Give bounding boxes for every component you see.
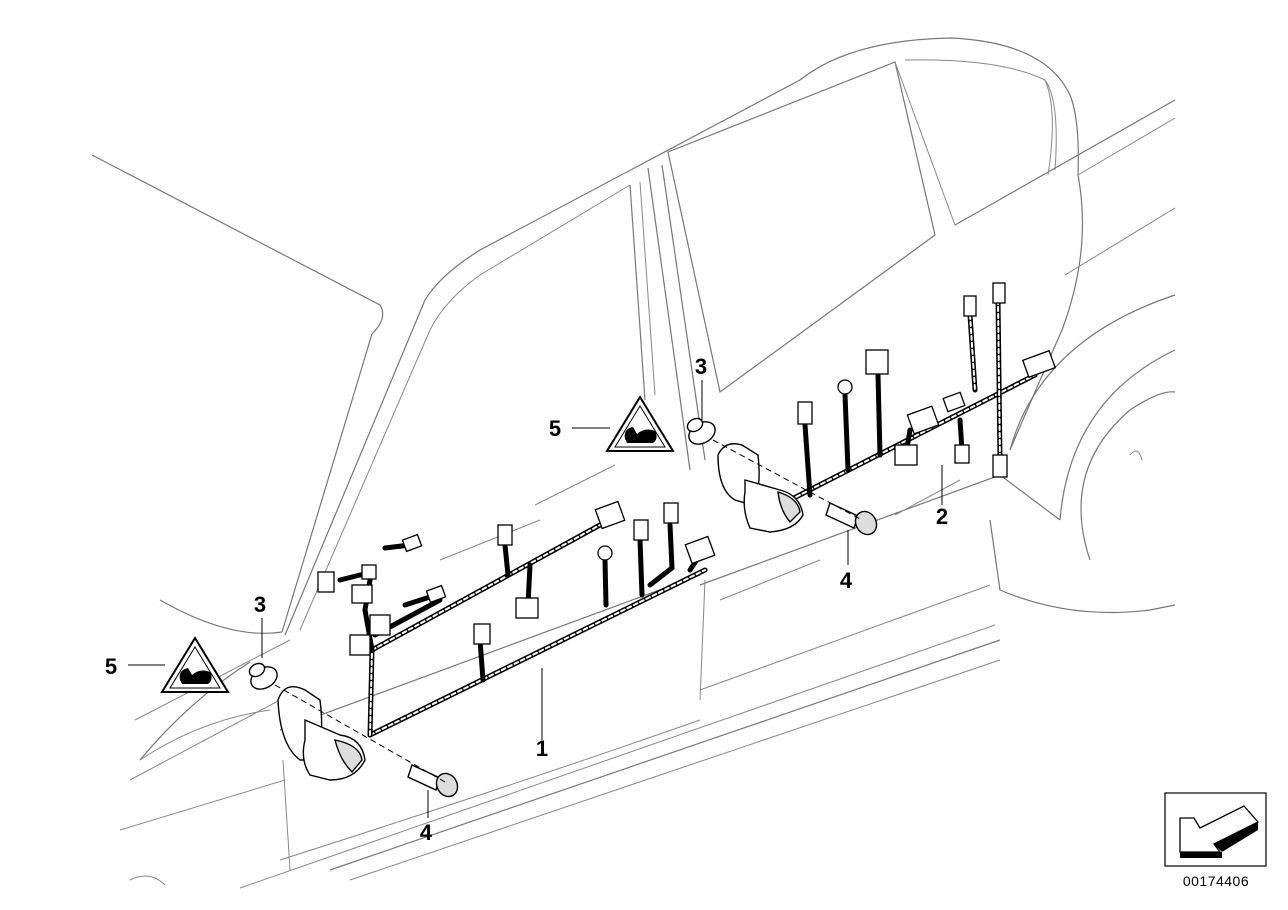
callout-5-front: 5 — [105, 654, 117, 679]
callout-4-front: 4 — [420, 820, 433, 845]
callout-1: 1 — [536, 736, 548, 761]
rear-screw — [825, 502, 878, 536]
callout-3-front: 3 — [254, 592, 266, 617]
front-plug — [248, 662, 278, 690]
front-wiring-harness — [317, 500, 716, 738]
callout-5-rear: 5 — [549, 416, 561, 441]
front-screw — [407, 764, 459, 798]
rear-door-grommet — [717, 443, 804, 533]
direction-arrow-icon — [1164, 792, 1267, 867]
rear-assembly-line — [712, 439, 863, 521]
image-code: 00174406 — [1183, 873, 1249, 889]
airbag-warning-triangle-icon — [160, 636, 230, 693]
callout-4-rear: 4 — [840, 568, 853, 593]
rear-wiring-harness — [787, 282, 1057, 503]
callout-2: 2 — [936, 504, 948, 529]
airbag-warning-triangle-icon — [605, 395, 675, 452]
callout-3-rear: 3 — [695, 354, 707, 379]
front-assembly-line — [274, 684, 446, 783]
rear-plug — [686, 417, 716, 445]
car-body-outline — [91, 37, 1176, 889]
front-door-grommet — [277, 686, 366, 781]
